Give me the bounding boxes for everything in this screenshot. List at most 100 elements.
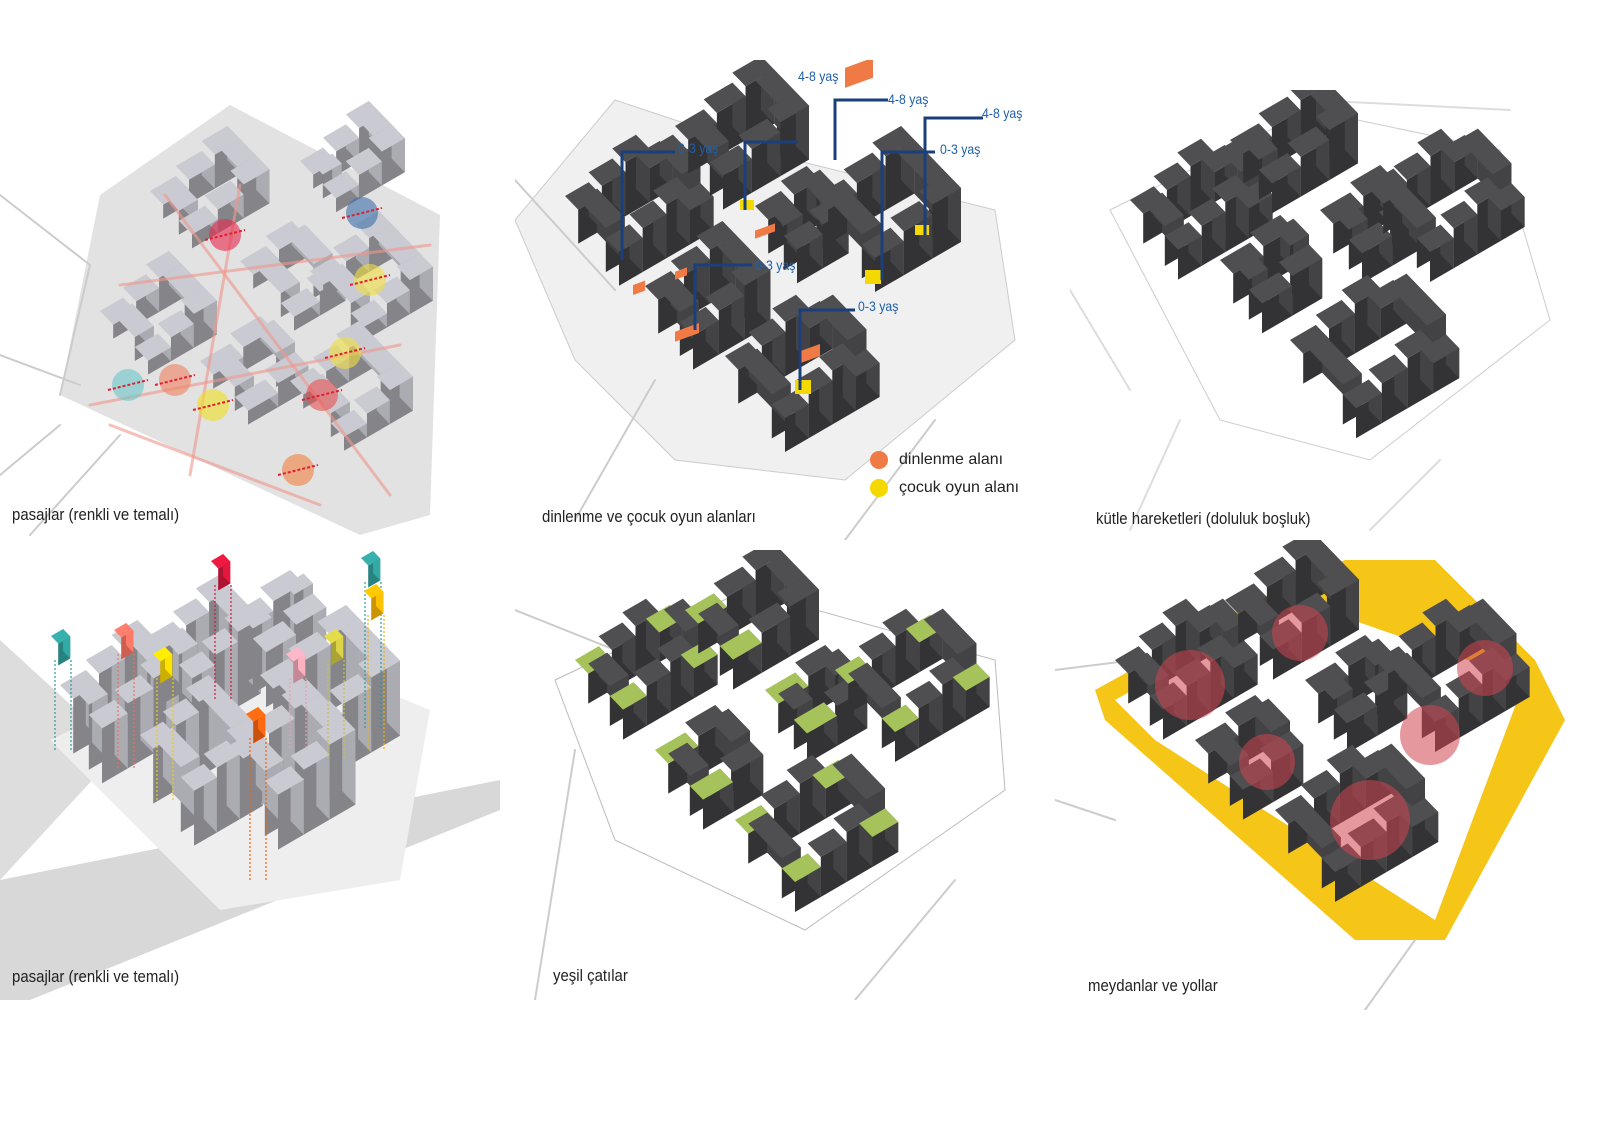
building-roof: [1220, 640, 1258, 669]
building-roof: [807, 828, 847, 857]
building-roof: [1341, 275, 1381, 304]
building-roof: [185, 675, 222, 702]
building-roof: [765, 672, 809, 704]
building-roof: [565, 182, 602, 210]
building-roof: [234, 379, 279, 411]
rest-area: [675, 267, 687, 280]
building-roof: [246, 707, 266, 722]
building-face: [317, 631, 331, 711]
building-roof: [688, 118, 729, 152]
building-roof: [1393, 152, 1431, 180]
building-roof: [265, 221, 305, 250]
passage-arrow: [277, 464, 319, 476]
building-roof: [622, 598, 660, 627]
play-area: [915, 225, 929, 235]
building-roof: [1422, 598, 1460, 627]
building-roof: [713, 566, 756, 597]
passage-arrow: [107, 379, 149, 391]
building-roof: [172, 598, 210, 626]
square-circle: [1330, 780, 1410, 860]
building-roof: [882, 608, 920, 637]
building-roof: [73, 677, 108, 705]
building-roof: [772, 294, 810, 323]
building-roof: [813, 294, 867, 341]
building-roof: [1398, 622, 1436, 650]
square-circle: [1239, 734, 1295, 790]
building-roof: [353, 334, 400, 375]
building-face: [248, 393, 279, 425]
building-roof: [255, 705, 295, 734]
building-roof: [60, 670, 99, 699]
building-roof: [140, 721, 177, 749]
building-roof: [780, 166, 820, 195]
building-roof: [213, 588, 248, 616]
building-roof: [230, 597, 274, 629]
building-roof: [1138, 622, 1176, 650]
passage-arrow: [192, 399, 234, 411]
building-roof: [842, 349, 880, 377]
building-roof: [575, 646, 612, 674]
building-roof: [1253, 556, 1296, 587]
building-roof: [777, 575, 819, 607]
panel-passages-3d: [0, 550, 500, 1000]
building-roof: [1383, 182, 1436, 229]
road: [1070, 289, 1131, 391]
building-roof: [1153, 162, 1191, 190]
building-roof: [859, 808, 899, 837]
building-roof: [134, 333, 171, 361]
building-roof: [1440, 200, 1478, 229]
rest-area: [755, 223, 775, 239]
building-roof: [1333, 692, 1378, 724]
road: [1364, 939, 1416, 1010]
building-roof: [163, 627, 198, 655]
age-label: 0-3 yaş: [858, 298, 899, 314]
caption-mass: kütle hareketleri (doluluk boşluk): [1096, 509, 1311, 528]
building-roof: [355, 211, 392, 238]
building-roof: [1388, 652, 1441, 699]
building-roof: [793, 702, 838, 734]
age-label: 4-8 yaş: [798, 68, 839, 84]
building-roof: [363, 114, 392, 136]
building-roof: [1274, 218, 1309, 246]
building-roof: [361, 551, 381, 566]
building-roof: [719, 740, 764, 773]
building-roof: [689, 768, 734, 800]
building-roof: [795, 645, 839, 677]
building-roof: [843, 152, 886, 183]
building-roof: [755, 69, 796, 103]
building-roof: [765, 553, 806, 587]
building-roof: [1300, 770, 1340, 799]
building-face: [316, 740, 330, 820]
building-roof: [657, 634, 694, 663]
building-face: [224, 628, 238, 707]
building-roof: [1464, 177, 1501, 205]
building-roof: [919, 174, 961, 205]
building-roof: [748, 602, 791, 633]
leader-line: [743, 140, 798, 210]
building-roof: [322, 171, 359, 199]
building-roof: [1372, 743, 1425, 790]
road: [0, 354, 81, 386]
building-roof: [358, 647, 400, 678]
leader-line: [798, 308, 855, 390]
building-roof: [629, 200, 667, 229]
building-roof: [1225, 583, 1267, 614]
building-roof: [221, 139, 257, 167]
building-roof: [1278, 244, 1323, 276]
building-roof: [260, 658, 302, 689]
building-roof: [373, 224, 420, 265]
leader-line: [923, 116, 983, 235]
caption-rest-play: dinlenme ve çocuk oyun alanları: [542, 507, 756, 526]
building-roof: [145, 251, 182, 278]
building-roof: [317, 605, 360, 636]
square-circle: [1272, 605, 1328, 661]
building-roof: [1333, 202, 1368, 230]
building-roof: [1230, 123, 1272, 154]
building-roof: [768, 198, 803, 226]
building-roof: [1375, 646, 1412, 674]
building-roof: [760, 780, 800, 809]
building-roof: [1143, 192, 1184, 226]
building-roof: [332, 234, 370, 262]
building-roof: [180, 763, 217, 791]
building-roof: [1195, 722, 1239, 754]
